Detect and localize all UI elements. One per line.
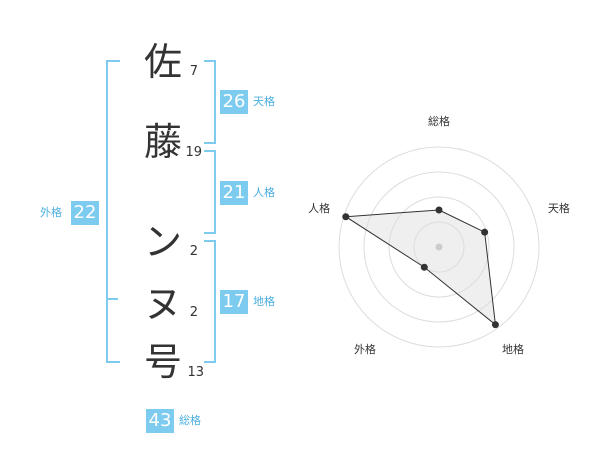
- name-char-5: 号: [143, 340, 182, 384]
- chikaku-score: 17: [220, 290, 248, 314]
- radar-point-3: [491, 321, 499, 329]
- radar-ring: [338, 146, 540, 348]
- stroke-count-1: 7: [189, 64, 198, 79]
- gaikaku-bracket-divider: [106, 298, 118, 300]
- soukaku-label: 総格: [179, 414, 201, 427]
- gaikaku-score: 22: [71, 201, 99, 225]
- name-char-4: ヌ: [143, 282, 182, 326]
- jinkaku-score: 21: [220, 181, 248, 205]
- radar-axis-label-2: 天格: [548, 201, 570, 215]
- chikaku-bracket: [204, 240, 216, 363]
- radar-axis-label-5: 人格: [308, 201, 330, 215]
- soukaku-score: 43: [146, 409, 174, 433]
- gaikaku-label: 外格: [40, 206, 62, 219]
- stroke-count-4: 2: [189, 305, 198, 320]
- radar-point-2: [481, 228, 489, 236]
- radar-point-5: [342, 213, 350, 221]
- radar-axis-label-1: 総格: [428, 114, 450, 128]
- chikaku-label: 地格: [253, 295, 275, 308]
- jinkaku-label: 人格: [253, 186, 275, 199]
- radar-point-4: [420, 263, 428, 271]
- tenkaku-score: 26: [220, 90, 248, 114]
- radar-series-polygon: [344, 209, 497, 326]
- stroke-count-3: 2: [189, 244, 198, 259]
- radar-axis-label-3: 地格: [502, 342, 524, 356]
- name-char-1: 佐: [143, 40, 182, 84]
- radar-axis-label-4: 外格: [354, 342, 376, 356]
- tenkaku-bracket: [204, 60, 216, 144]
- radar-ring: [413, 221, 465, 273]
- tenkaku-label: 天格: [253, 95, 275, 108]
- stroke-count-5: 13: [187, 365, 204, 380]
- name-char-3: ン: [143, 220, 182, 264]
- radar-ring: [388, 196, 490, 298]
- name-char-2: 藤: [143, 120, 182, 164]
- radar-ring: [363, 171, 515, 323]
- jinkaku-bracket: [204, 150, 216, 234]
- stroke-count-2: 19: [185, 145, 202, 160]
- radar-center-point: [435, 243, 443, 251]
- radar-point-1: [435, 206, 443, 214]
- gaikaku-bracket: [106, 60, 120, 363]
